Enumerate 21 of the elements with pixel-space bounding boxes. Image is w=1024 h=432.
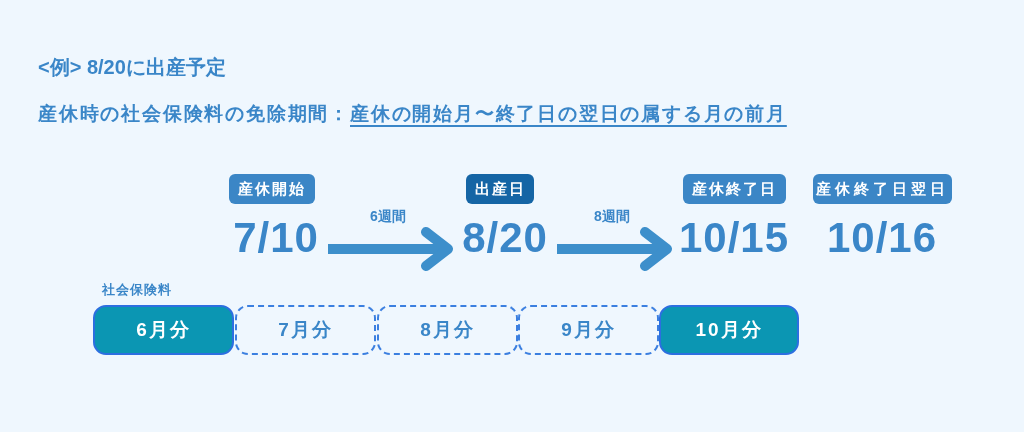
dashed-month-box: 7月分 <box>235 305 376 355</box>
month-box: 10月分 <box>659 305 799 355</box>
label-badge: 出産日 <box>466 174 534 204</box>
subtitle-text: 産休時の社会保険料の免除期間： <box>38 102 350 126</box>
row-label: 社会保険料 <box>102 282 172 299</box>
underlined-text: 産休の開始月〜終了日の翌日の属する月の前月 <box>350 102 787 126</box>
date-text: 8/20 <box>453 218 557 258</box>
label-badge: 産休終了日 <box>683 174 786 204</box>
arrow <box>557 227 672 271</box>
edge-label: 8週間 <box>592 208 632 226</box>
title: <例> 8/20に出産予定 <box>38 55 226 80</box>
date-text: 7/10 <box>224 218 328 258</box>
arrow <box>328 227 453 271</box>
month-box: 6月分 <box>93 305 234 355</box>
date-text: 10/15 <box>672 218 796 258</box>
label-badge: 産休開始 <box>229 174 315 204</box>
date-text: 10/16 <box>820 218 944 258</box>
edge-label: 6週間 <box>368 208 408 226</box>
dashed-month-box: 9月分 <box>518 305 659 355</box>
label-badge: 産休終了日翌日 <box>813 174 952 204</box>
dashed-month-box: 8月分 <box>377 305 518 355</box>
